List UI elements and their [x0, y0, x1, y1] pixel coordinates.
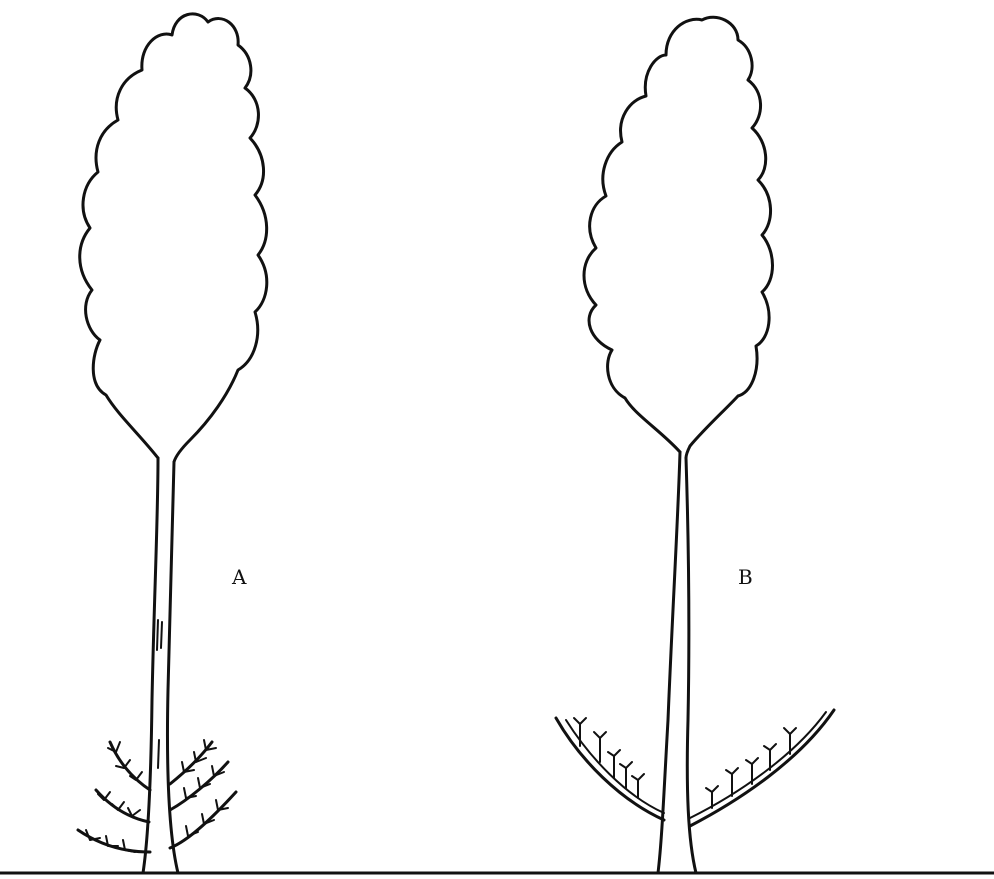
bud [784, 728, 796, 754]
tree-a-trunk-right [167, 462, 178, 873]
tree-b-right-buds [706, 728, 796, 808]
bud [574, 718, 586, 746]
sprout-twig [106, 836, 118, 846]
sprout-twig [112, 802, 124, 810]
tree-a-trunk-left [143, 458, 158, 873]
tree-a-left-sprouts [78, 742, 150, 852]
bud [764, 744, 776, 770]
tree-a: A [78, 14, 267, 873]
tree-b-right-shoot-inner [690, 712, 826, 818]
tree-a-bark-mark [157, 620, 158, 650]
tree-b-trunk-right [686, 458, 696, 873]
tree-a-label: A [231, 565, 247, 589]
tree-b-trunk-left [658, 452, 680, 873]
sprout-branch [78, 830, 150, 852]
tree-a-bark-mark [161, 622, 162, 648]
tree-b: B [556, 17, 834, 873]
tree-b-crown [584, 17, 773, 458]
bud [746, 758, 758, 784]
tree-a-crown [80, 14, 267, 462]
tree-b-label: B [738, 565, 753, 589]
bud [594, 732, 606, 762]
bud [620, 762, 632, 788]
tree-a-right-sprouts [170, 740, 236, 848]
sprout-branch [96, 790, 149, 822]
sprout-twig [86, 830, 100, 840]
tree-a-bark-mark [158, 740, 159, 768]
